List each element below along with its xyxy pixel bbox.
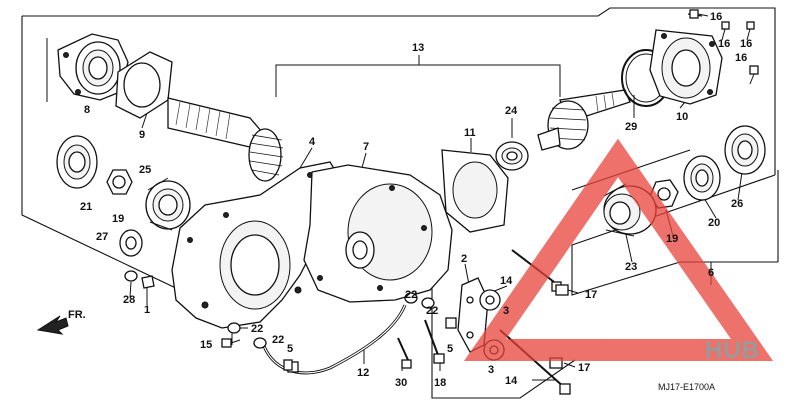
- callout-12: 12: [357, 367, 369, 379]
- part-11-gasket: [441, 149, 509, 233]
- watermark-moto: MOTO: [582, 337, 658, 364]
- callout-18: 18: [434, 377, 446, 389]
- callout-22b: 22: [272, 334, 284, 346]
- front-direction-arrow: FR.: [36, 309, 86, 335]
- callout-29: 29: [625, 121, 637, 133]
- callout-13: 13: [412, 42, 424, 54]
- callout-7: 7: [363, 141, 369, 153]
- part-10-bearing-holder: [649, 29, 723, 105]
- part-17-nut-upper: [555, 284, 569, 296]
- part-21-oil-seal: [56, 135, 98, 189]
- part-7-final-gear-case: [303, 164, 453, 303]
- part-19-lock-nut: [106, 169, 133, 195]
- callout-11: 11: [464, 127, 476, 139]
- callout-25: 25: [139, 164, 151, 176]
- part-26-oil-seal: [724, 125, 766, 175]
- callout-5b: 5: [447, 343, 453, 355]
- callout-22c: 22: [405, 289, 417, 301]
- part-8-flange-bearing-housing: [57, 33, 129, 101]
- front-direction-label: FR.: [68, 309, 86, 321]
- callout-3b: 3: [488, 364, 494, 376]
- callout-5a: 5: [287, 343, 293, 355]
- callout-4: 4: [309, 136, 316, 148]
- callout-16d: 16: [735, 52, 747, 64]
- diagram-reference-code: MJ17-E1700A: [658, 382, 715, 392]
- callout-20: 20: [708, 217, 720, 229]
- part-3-collar-upper: [479, 289, 501, 311]
- callout-3a: 3: [503, 305, 509, 317]
- callout-19b: 19: [666, 233, 678, 245]
- callout-21: 21: [80, 201, 92, 213]
- part-27-washer: [119, 229, 143, 257]
- part-18-bolt: [424, 319, 445, 364]
- callout-6: 6: [708, 267, 714, 279]
- ring-gear-shaft: [537, 89, 631, 151]
- part-24-needle-bearing: [495, 141, 529, 171]
- callout-22d: 22: [426, 305, 438, 317]
- watermark-hub: HUB: [705, 337, 760, 364]
- callout-10: 10: [676, 111, 688, 123]
- callout-8: 8: [84, 104, 90, 116]
- front-arrow-icon: [36, 315, 69, 335]
- callout-16b: 16: [718, 38, 730, 50]
- part-16-bolts: [687, 9, 759, 85]
- callout-14a: 14: [500, 275, 513, 287]
- part-5-bolt-right: [445, 317, 457, 329]
- callout-16c: 16: [740, 38, 752, 50]
- callout-30: 30: [395, 377, 407, 389]
- callout-24: 24: [505, 105, 518, 117]
- callout-15: 15: [200, 339, 212, 351]
- part-20-oil-seal: [683, 155, 721, 201]
- part-4-gear-case: [171, 161, 339, 329]
- callout-19a: 19: [112, 213, 124, 225]
- callout-17a: 17: [585, 289, 597, 301]
- callout-14b: 14: [505, 375, 518, 387]
- pinion-gear-shaft: [167, 97, 284, 182]
- callout-2: 2: [461, 253, 467, 265]
- part-1-dowel-pin: [141, 275, 155, 289]
- part-28-o-ring: [124, 270, 138, 282]
- watermark-auto: AUTO: [492, 337, 564, 364]
- part-30-bolt: [397, 337, 412, 369]
- part-5-bolt-left: [283, 359, 293, 371]
- part-25-ball-bearing: [145, 177, 191, 231]
- callout-17b: 17: [578, 362, 590, 374]
- callout-27: 27: [96, 231, 108, 243]
- callout-16a: 16: [710, 11, 722, 23]
- watermark-triangle-icon: [463, 138, 774, 361]
- callout-23: 23: [625, 261, 637, 273]
- callout-26: 26: [731, 198, 743, 210]
- watermark: AUTO MOTO HUB: [463, 138, 774, 364]
- callout-1: 1: [144, 304, 150, 316]
- part-9-gasket: [115, 51, 173, 119]
- callout-22a: 22: [251, 323, 263, 335]
- callout-9: 9: [139, 129, 145, 141]
- callout-labels: 1 2 3 3 4 5 5 6 7 8 9 10 11 12 13 14 14 …: [80, 11, 752, 389]
- part-15-bolt: [221, 338, 241, 348]
- callout-28: 28: [123, 294, 135, 306]
- part-22-washers: [227, 292, 435, 349]
